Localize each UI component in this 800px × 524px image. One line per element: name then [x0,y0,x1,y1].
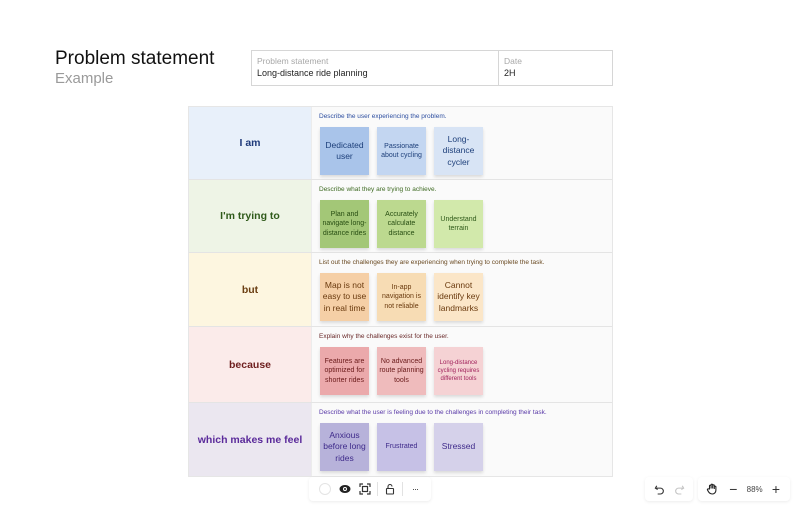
undo-button[interactable] [651,481,667,497]
row-label: I'm trying to [189,180,312,252]
toolbar-divider [377,482,378,496]
row-description: Describe what the user is feeling due to… [319,409,547,416]
row-description: Explain why the challenges exist for the… [319,333,449,340]
date-cell[interactable]: Date 2H [499,51,612,85]
board-row: I'm trying to Describe what they are tryi… [189,180,612,253]
row-description: List out the challenges they are experie… [319,259,545,266]
history-toolbar [645,477,693,501]
zoom-out-button[interactable]: − [725,481,741,497]
board-row: because Explain why the challenges exist … [189,327,612,403]
page-title: Problem statement [55,48,215,69]
color-circle-icon [319,483,332,495]
row-description: Describe what they are trying to achieve… [319,186,437,193]
problem-header-table: Problem statement Long-distance ride pla… [251,50,613,86]
row-content: Explain why the challenges exist for the… [312,327,612,402]
undo-icon [654,485,664,495]
minus-icon: − [729,481,738,497]
row-label: I am [189,107,312,179]
sticky-note[interactable]: Anxious before long rides [320,423,369,471]
row-label: which makes me feel [189,403,312,476]
sticky-note[interactable]: No advanced route planning tools [377,347,426,395]
sticky-note[interactable]: Stressed [434,423,483,471]
sticky-note[interactable]: Plan and navigate long-distance rides [320,200,369,248]
zoom-toolbar: − 88% + [698,477,790,501]
date-label: Date [504,56,522,66]
row-content: Describe what they are trying to achieve… [312,180,612,252]
eye-icon [339,485,351,493]
board-row: I am Describe the user experiencing the p… [189,107,612,180]
board-row: but List out the challenges they are expe… [189,253,612,327]
sticky-note[interactable]: Frustrated [377,423,426,471]
zoom-in-button[interactable]: + [768,481,784,497]
sticky-note[interactable]: Features are optimized for shorter rides [320,347,369,395]
row-label: because [189,327,312,402]
problem-statement-label: Problem statement [257,56,329,66]
sticky-note[interactable]: Understand terrain [434,200,483,248]
row-content: List out the challenges they are experie… [312,253,612,326]
visibility-button[interactable] [335,478,355,500]
sticky-note[interactable]: In-app navigation is not reliable [377,273,426,321]
sticky-note[interactable]: Long-distance cycling requires different… [434,347,483,395]
problem-statement-value: Long-distance ride planning [257,68,368,78]
row-content: Describe the user experiencing the probl… [312,107,612,179]
date-value: 2H [504,68,516,78]
color-swatch-button[interactable] [315,478,335,500]
sticky-note[interactable]: Accurately calculate distance [377,200,426,248]
unlock-icon [385,483,395,495]
redo-icon [674,485,684,495]
plus-icon: + [771,481,781,497]
sticky-note[interactable]: Dedicated user [320,127,369,175]
sticky-note[interactable]: Map is not easy to use in real time [320,273,369,321]
problem-statement-cell[interactable]: Problem statement Long-distance ride pla… [252,51,499,85]
sticky-note[interactable]: Passionate about cycling [377,127,426,175]
sticky-note[interactable]: Cannot identify key landmarks [434,273,483,321]
hand-tool-button[interactable] [704,481,720,497]
sticky-note[interactable]: Long-distance cycler [434,127,483,175]
problem-statement-board: I am Describe the user experiencing the p… [188,106,613,477]
hand-icon [706,483,717,495]
row-description: Describe the user experiencing the probl… [319,113,447,120]
zoom-level[interactable]: 88% [746,484,763,494]
more-options-button[interactable]: ··· [405,478,425,500]
toolbar-divider [402,482,403,496]
selection-toolbar: ··· [309,477,431,501]
redo-button[interactable] [671,481,687,497]
row-label: but [189,253,312,326]
sticky-note-group: Features are optimized for shorter rides… [320,347,612,395]
board-row: which makes me feel Describe what the use… [189,403,612,476]
page-subtitle: Example [55,70,114,87]
more-icon: ··· [411,484,419,494]
lock-button[interactable] [380,478,400,500]
frame-focus-icon [359,483,371,495]
row-content: Describe what the user is feeling due to… [312,403,612,476]
fit-frame-button[interactable] [355,478,375,500]
